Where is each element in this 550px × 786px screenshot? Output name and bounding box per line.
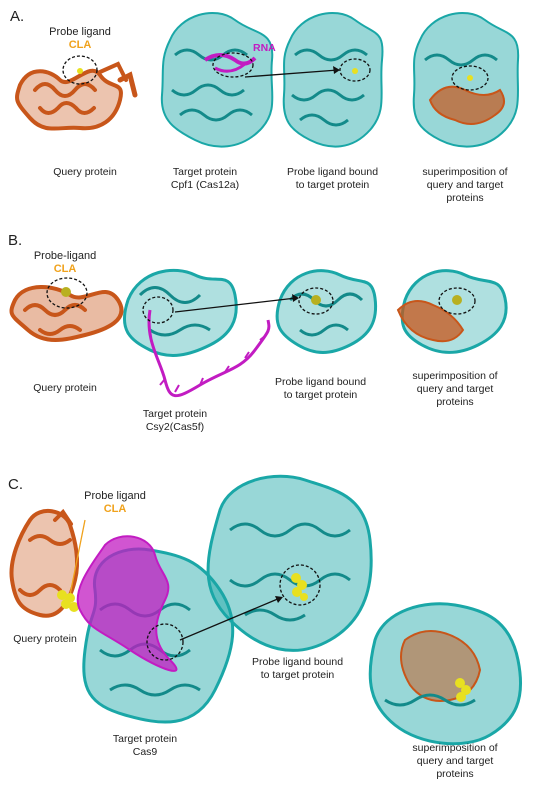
panel-c-cla-text: CLA <box>103 503 127 515</box>
panel-c-bound-caption-line1: Probe ligand bound <box>251 656 344 668</box>
panel-a-ligand-circle-super <box>451 65 489 91</box>
panel-a-query-protein <box>15 61 138 131</box>
panel-c-super-caption-line1: superimposition of <box>412 742 498 754</box>
panel-b-ligand-bound <box>311 295 321 305</box>
panel-b-ligand-circle-bound <box>298 287 334 315</box>
panel-c-super-caption-line2: query and target <box>416 755 494 767</box>
panel-a-target-caption-line1: Target protein <box>172 166 238 178</box>
panel-b-bound-caption-line2: to target protein <box>283 389 358 401</box>
panel-c-bound-caption: Probe ligand bound to target protein <box>245 656 350 682</box>
panel-c-ligand-super <box>455 678 471 702</box>
panel-c-target-protein <box>76 535 235 724</box>
panel-b-target-caption-line1: Target protein <box>142 408 208 420</box>
panel-b-ligand-query <box>61 287 71 297</box>
panel-c-ligand-query <box>57 590 79 612</box>
panel-a-cla-text: CLA <box>68 39 92 51</box>
panel-a-rna-strand <box>203 53 257 66</box>
panel-c-super-caption: superimposition of query and target prot… <box>395 742 515 781</box>
panel-b-query-caption: Query protein <box>33 382 97 394</box>
panel-b-ligand-circle-super <box>438 287 476 315</box>
panel-b-target-caption-line2: Csy2(Cas5f) <box>145 421 205 433</box>
panel-a-superimposition <box>412 11 520 148</box>
panel-c-arrow <box>179 597 281 641</box>
panel-b-arrow <box>174 297 297 313</box>
panel-c-target-caption-line1: Target protein <box>112 733 178 745</box>
panel-a-rna-label: RNA <box>253 42 276 54</box>
panel-c-probe-ligand-label: Probe ligand CLA <box>75 490 155 516</box>
panel-c-ligand-bound <box>291 573 308 601</box>
panel-b-cla-text: CLA <box>53 263 77 275</box>
panel-c-superimposition <box>368 602 523 746</box>
panel-b-target-caption: Target protein Csy2(Cas5f) <box>130 408 220 434</box>
panel-b-ligand-circle-query <box>46 277 88 309</box>
panel-c-query-caption: Query protein <box>13 633 77 645</box>
panel-a-ligand-circle-query <box>62 55 98 85</box>
panel-b-target-protein <box>122 268 271 398</box>
panel-a-query-caption: Query protein <box>53 166 117 178</box>
panel-c-bound-caption-line2: to target protein <box>260 669 335 681</box>
panel-c-target-caption-line2: Cas9 <box>132 746 158 758</box>
panel-a-ligand-circle-target <box>212 52 254 78</box>
panel-a-super-caption-line3: proteins <box>446 192 484 204</box>
panel-a-bound-caption-line2: to target protein <box>295 179 370 191</box>
panel-b-probe-ligand-label: Probe-ligand CLA <box>25 250 105 276</box>
panel-b-label: B. <box>8 232 23 249</box>
panel-b-probe-ligand-text: Probe-ligand <box>33 250 97 262</box>
panel-b-super-caption-line3: proteins <box>436 396 474 408</box>
panel-a-ligand-query <box>77 68 83 74</box>
panel-a-ligand-super <box>467 75 473 81</box>
panel-b-ligand-circle-target <box>142 296 174 324</box>
panel-a-target-caption: Target protein Cpf1 (Cas12a) <box>160 166 250 192</box>
panel-b-ligand-super <box>452 295 462 305</box>
panel-c-cla-pointer <box>69 519 86 596</box>
panel-c-query-protein <box>9 508 80 618</box>
panel-b-superimposition <box>396 269 508 354</box>
panel-c-label: C. <box>8 476 23 493</box>
panel-a-bound-caption: Probe ligand bound to target protein <box>280 166 385 192</box>
panel-c-bound-protein <box>206 474 373 652</box>
panel-c-target-caption: Target protein Cas9 <box>100 733 190 759</box>
panel-b-super-caption-line1: superimposition of <box>412 370 498 382</box>
panel-a-bound-caption-line1: Probe ligand bound <box>286 166 379 178</box>
panel-a-bound-protein <box>282 11 384 148</box>
panel-a-probe-ligand-label: Probe ligand CLA <box>40 26 120 52</box>
panel-a-probe-ligand-text: Probe ligand <box>49 26 111 38</box>
panel-a-super-caption: superimposition of query and target prot… <box>410 166 520 205</box>
panel-a-target-protein <box>160 11 274 148</box>
panel-a-target-caption-line2: Cpf1 (Cas12a) <box>170 179 240 191</box>
panel-c-rna <box>76 535 178 672</box>
panel-c-ligand-circle-target <box>146 623 184 661</box>
panel-b-super-caption-line2: query and target <box>416 383 494 395</box>
panel-c-probe-ligand-text: Probe ligand <box>84 490 146 502</box>
panel-a-super-caption-line2: query and target <box>426 179 504 191</box>
panel-c-ligand-circle-bound <box>279 564 321 606</box>
panel-b-bound-caption: Probe ligand bound to target protein <box>268 376 373 402</box>
panel-b-bound-caption-line1: Probe ligand bound <box>274 376 367 388</box>
panel-b-super-caption: superimposition of query and target prot… <box>400 370 510 409</box>
panel-a-super-caption-line1: superimposition of <box>422 166 508 178</box>
panel-a-label: A. <box>10 8 25 25</box>
panel-c-super-caption-line3: proteins <box>436 768 474 780</box>
panel-a-arrow <box>244 69 339 78</box>
panel-a-ligand-bound <box>352 68 358 74</box>
